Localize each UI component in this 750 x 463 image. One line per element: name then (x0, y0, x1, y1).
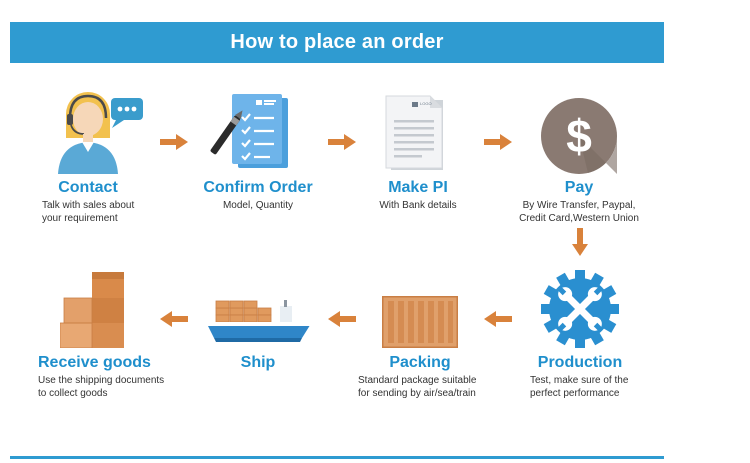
step-title-ship: Ship (240, 354, 276, 371)
invoice-document-icon: LOGO (385, 95, 443, 170)
arrow-right-icon (328, 134, 356, 150)
step-desc-production: Test, make sure of the perfect performan… (530, 375, 629, 399)
step-title-make-pi: Make PI (388, 179, 448, 196)
arrow-left-icon (328, 311, 356, 327)
arrow-right-icon (160, 134, 188, 150)
arrow-right-icon (484, 134, 512, 150)
step-desc-packing: Standard package suitable for sending by… (358, 375, 477, 399)
dollar-coin-icon: $ (541, 98, 618, 174)
step-desc-receive-goods: Use the shipping documents to collect go… (38, 375, 165, 399)
support-agent-icon (58, 92, 143, 174)
arrow-left-icon (484, 311, 512, 327)
step-desc-confirm-order: Model, Quantity (222, 200, 294, 211)
arrow-down-icon (572, 228, 588, 256)
step-title-packing: Packing (389, 354, 451, 371)
wrench-gear-icon (541, 270, 619, 348)
arrow-left-icon (160, 311, 188, 327)
step-title-receive-goods: Receive goods (38, 354, 151, 371)
page-title: How to place an order (230, 31, 444, 53)
bottom-divider (10, 456, 664, 459)
checklist-pen-icon (210, 94, 288, 168)
step-title-contact: Contact (58, 179, 118, 196)
step-title-pay: Pay (564, 179, 594, 196)
step-desc-pay: By Wire Transfer, Paypal, Credit Card,We… (519, 200, 639, 224)
step-desc-contact: Talk with sales about your requirement (42, 200, 135, 224)
doc-logo-text: LOGO (420, 101, 432, 106)
cargo-ship-icon (206, 300, 312, 342)
step-desc-make-pi: With Bank details (379, 200, 457, 211)
boxes-icon (60, 272, 124, 348)
svg-text:$: $ (566, 110, 592, 162)
step-title-confirm-order: Confirm Order (203, 179, 313, 196)
step-title-production: Production (537, 354, 623, 371)
header-banner: How to place an order (10, 22, 664, 63)
wooden-crate-icon (382, 296, 458, 348)
